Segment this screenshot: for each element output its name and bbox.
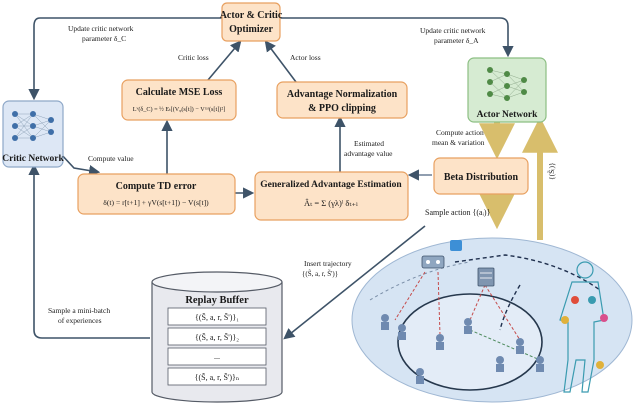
td-error-title: Compute TD error <box>116 181 197 192</box>
td-error-box: Compute TD error δ(t) = r[t+1] + γV(s[t+… <box>77 173 236 215</box>
gae-box: Generalized Advantage Estimation Âₜ = Σ … <box>254 171 409 221</box>
actor-beta-arrows <box>479 116 558 240</box>
replay-buffer: Replay Buffer {(S̃, a, r, S̃')}₁ {(S̃, a… <box>151 271 283 403</box>
sample-minibatch-label-2: of experiences <box>58 316 102 325</box>
estimated-adv-label-2: advantage value <box>344 149 393 158</box>
optimizer-title-line1: Actor & Critic <box>220 10 283 21</box>
beta-distribution-title: Beta Distribution <box>444 172 519 183</box>
sample-action-label: Sample action {(aᵢ)} <box>425 208 491 217</box>
actor-network-box: Actor Network <box>467 57 547 123</box>
estimated-adv-label-1: Estimated <box>354 139 384 148</box>
buffer-rows: {(S̃, a, r, S̃')}₁ {(S̃, a, r, S̃')}₂ ..… <box>167 307 267 386</box>
optimizer-title-line2: Optimizer <box>229 24 273 35</box>
environment-area <box>351 237 633 403</box>
critic-loss-label: Critic loss <box>178 53 209 62</box>
sample-minibatch-label-1: Sample a mini-batch <box>48 306 110 315</box>
compute-action-label-1: Compute action <box>436 128 484 137</box>
gae-formula: Âₜ = Σ (γλ)ˡ δₜ₊ₗ <box>304 198 358 208</box>
update-actor-label-2: parameter δ_A <box>434 36 479 45</box>
mse-loss-box: Calculate MSE Loss Lᵛ(δ_C) = ½ Eₜ[(Vᵩ(s[… <box>121 79 237 121</box>
actor-network-label: Actor Network <box>477 110 538 120</box>
buffer-row-n: {(S̃, a, r, S̃')}ₙ <box>195 372 240 382</box>
neural-net-icon <box>12 111 54 141</box>
td-error-formula: δ(t) = r[t+1] + γV(s[t+1]) − V(s[t]) <box>103 198 209 207</box>
neural-net-icon <box>487 67 527 101</box>
server-icon <box>477 267 495 287</box>
human-body-icon <box>559 261 608 393</box>
buffer-row-1: {(S̃, a, r, S̃')}₁ <box>195 312 239 322</box>
insert-trajectory-label-1: Insert trajectory <box>304 259 352 268</box>
mse-loss-title: Calculate MSE Loss <box>136 87 223 98</box>
update-actor-label-1: Update critic network <box>420 26 486 35</box>
cat-icon <box>450 240 462 251</box>
adv-norm-box: Advantage Normalization & PPO clipping <box>276 81 408 119</box>
buffer-row-2: {(S̃, a, r, S̃')}₂ <box>195 332 239 342</box>
s-tilde-label: {(S̃ᵢ)} <box>546 162 556 180</box>
beta-distribution-box: Beta Distribution <box>433 157 529 195</box>
adv-norm-line2: & PPO clipping <box>308 103 376 114</box>
annotations: Update critic network parameter δ_C Upda… <box>48 24 556 325</box>
buffer-row-ellipsis: ... <box>214 352 220 361</box>
robot-agent-icons <box>381 314 544 384</box>
replay-buffer-title: Replay Buffer <box>185 295 249 306</box>
gae-title: Generalized Advantage Estimation <box>260 180 402 190</box>
critic-network-label: Critic Network <box>2 154 64 164</box>
adv-norm-line1: Advantage Normalization <box>287 89 398 100</box>
compute-action-label-2: mean & variation <box>432 138 485 147</box>
insert-trajectory-label-2: {(S̃, a, r, S̃')} <box>302 270 338 278</box>
critic-network-box: Critic Network <box>2 100 64 168</box>
connectors <box>28 17 514 340</box>
actor-loss-label: Actor loss <box>290 53 321 62</box>
update-critic-label-1: Update critic network <box>68 24 134 33</box>
mse-loss-formula: Lᵛ(δ_C) = ½ Eₜ[(Vᵩ(s[t]) − Vᵗᵃʳ(s[t])²] <box>133 106 226 113</box>
router-icon <box>421 255 445 269</box>
optimizer-box: Actor & Critic Optimizer <box>220 2 283 42</box>
compute-value-label: Compute value <box>88 154 134 163</box>
update-critic-label-2: parameter δ_C <box>82 34 126 43</box>
